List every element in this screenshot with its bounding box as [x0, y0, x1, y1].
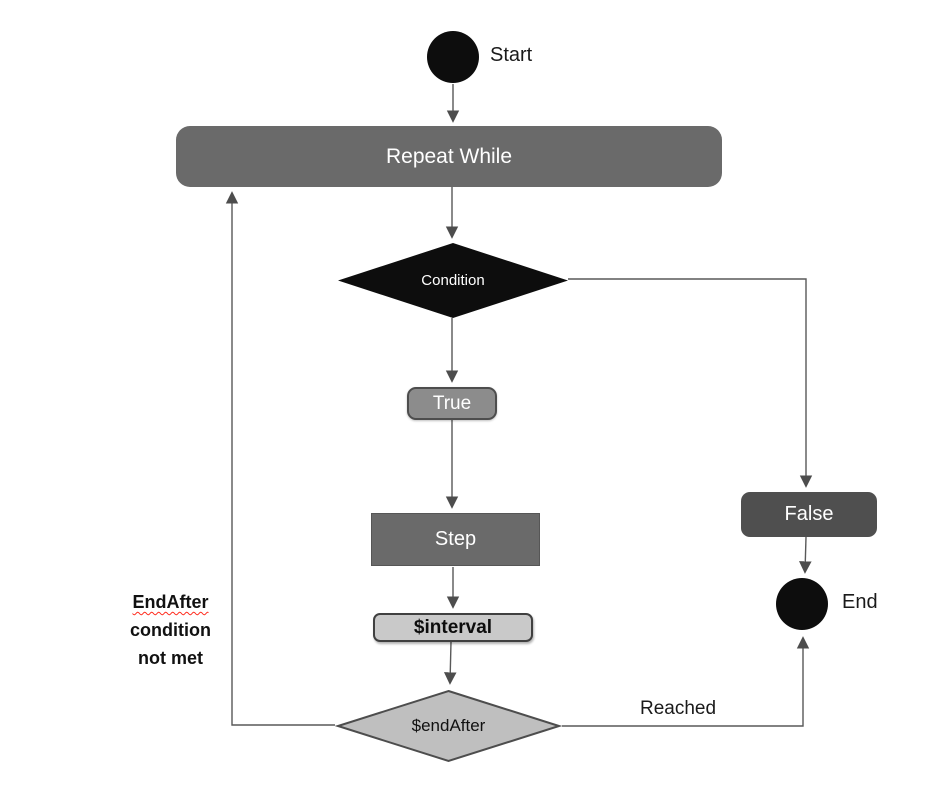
step-node: Step: [371, 513, 540, 566]
reached-edge-label: Reached: [639, 698, 717, 719]
step-label: Step: [434, 528, 477, 550]
edge-condition-to-false: [568, 278, 813, 488]
condition-diamond-shape: [338, 243, 568, 318]
condition-label: Condition: [421, 272, 485, 289]
loopback-edge-label-line1: EndAfter: [132, 592, 209, 612]
endafter-diamond-shape: [335, 689, 562, 763]
edge-false-to-end: [799, 536, 812, 574]
start-node: [427, 31, 479, 83]
loopback-edge-label-line3: not met: [138, 648, 203, 668]
end-node: [776, 578, 828, 630]
condition-node: Condition: [338, 243, 568, 318]
edge-endafter-loop-to-repeatwhile: [225, 191, 335, 726]
edge-interval-to-endafter: [443, 641, 457, 685]
loopback-edge-label: EndAfter condition not met: [103, 588, 238, 672]
repeat-while-node: Repeat While: [176, 126, 722, 187]
loopback-edge-label-line2: condition: [130, 620, 211, 640]
endafter-node: $endAfter: [335, 689, 562, 763]
repeat-while-label: Repeat While: [385, 144, 513, 168]
true-branch-node: True: [407, 387, 497, 420]
interval-label: $interval: [413, 616, 493, 638]
endafter-label: $endAfter: [411, 716, 486, 735]
end-label: End: [842, 591, 878, 613]
interval-node: $interval: [373, 613, 533, 642]
false-branch-node: False: [741, 492, 877, 537]
false-branch-label: False: [784, 503, 834, 525]
start-label: Start: [490, 44, 533, 66]
true-branch-label: True: [432, 392, 472, 414]
